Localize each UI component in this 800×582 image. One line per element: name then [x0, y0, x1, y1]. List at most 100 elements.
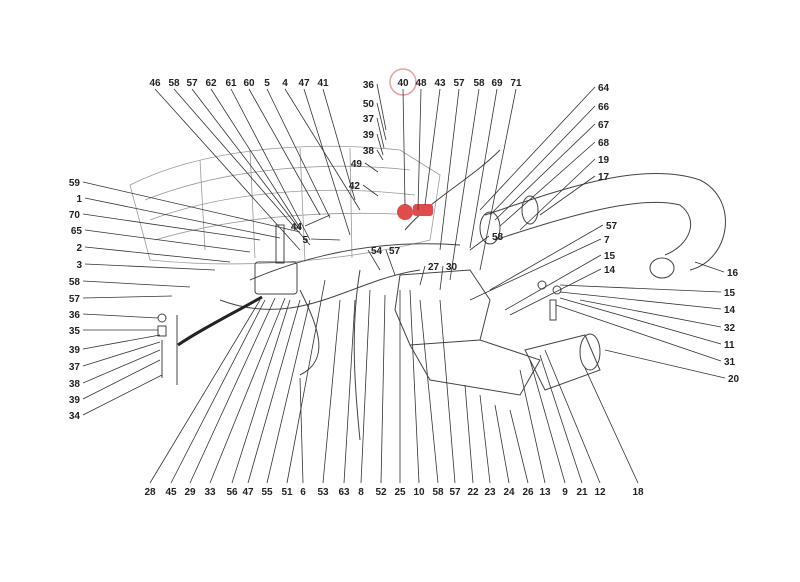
- leader-line: [409, 289, 420, 484]
- mounting-bolt: [157, 313, 178, 385]
- part-number-label: 62: [205, 78, 217, 89]
- leader-line: [364, 162, 379, 173]
- part-number-label: 38: [69, 379, 81, 390]
- part-number-label: 42: [349, 181, 361, 192]
- part-number-label: 55: [261, 487, 273, 498]
- leader-line: [82, 280, 191, 288]
- part-number-label: 37: [363, 114, 375, 125]
- part-number-label: 58: [492, 232, 504, 243]
- part-number-label: 58: [168, 78, 180, 89]
- leader-line: [170, 299, 266, 484]
- part-number-label: 23: [484, 487, 496, 498]
- leader-line: [385, 249, 396, 276]
- part-number-label: 29: [184, 487, 196, 498]
- leader-line: [82, 334, 161, 350]
- part-number-label: 45: [165, 487, 177, 498]
- leader-line: [209, 297, 286, 484]
- leader-line: [469, 235, 490, 251]
- leader-line: [417, 88, 422, 211]
- leader-line: [82, 359, 161, 400]
- leader-line: [469, 88, 498, 249]
- leader-line: [84, 263, 216, 271]
- leader-line: [555, 304, 722, 362]
- part-number-label: 52: [375, 487, 387, 498]
- part-number-label: 36: [69, 310, 81, 321]
- fuel-distributor: [254, 224, 298, 295]
- part-number-label: 36: [363, 80, 375, 91]
- part-number-label: 12: [594, 487, 606, 498]
- leader-line: [464, 384, 474, 484]
- part-number-label: 3: [76, 260, 82, 271]
- part-number-label: 5: [264, 78, 270, 89]
- part-number-label: 2: [76, 243, 82, 254]
- part-number-label: 64: [598, 83, 610, 94]
- leader-line: [479, 394, 491, 484]
- part-number-label: 5: [302, 235, 308, 246]
- leader-line: [367, 249, 381, 271]
- part-number-label: 7: [604, 235, 610, 246]
- part-number-label: 24: [503, 487, 515, 498]
- part-number-label: 21: [576, 487, 588, 498]
- leader-line: [494, 404, 510, 484]
- part-number-label: 41: [317, 78, 329, 89]
- part-number-label: 61: [225, 78, 237, 89]
- leader-line: [376, 133, 384, 156]
- part-number-label: 17: [598, 172, 610, 183]
- part-number-label: 15: [604, 251, 616, 262]
- part-number-label: 66: [598, 102, 610, 113]
- part-number-label: 26: [522, 487, 534, 498]
- part-number-label: 58: [69, 277, 81, 288]
- leader-line: [303, 88, 351, 236]
- part-number-label: 13: [539, 487, 551, 498]
- leader-line: [439, 88, 460, 251]
- part-number-label: 15: [724, 288, 736, 299]
- leader-line: [284, 88, 361, 211]
- leader-line: [509, 268, 602, 316]
- leader-line: [519, 369, 546, 484]
- highlighted-part-40: [397, 204, 433, 220]
- leader-line: [376, 83, 387, 131]
- leader-line: [173, 88, 311, 246]
- leader-line: [362, 184, 379, 197]
- leader-line: [489, 105, 596, 216]
- leader-line: [82, 341, 161, 367]
- leader-line: [82, 349, 161, 384]
- leader-line: [694, 261, 725, 273]
- part-number-label: 60: [243, 78, 255, 89]
- leader-line: [82, 181, 301, 233]
- leader-line: [559, 291, 722, 310]
- leader-line: [529, 359, 566, 484]
- part-number-label: 47: [298, 78, 310, 89]
- part-number-label: 19: [598, 155, 610, 166]
- leader-line: [189, 297, 276, 484]
- part-number-label: 68: [598, 138, 610, 149]
- part-number-label: 27: [428, 262, 440, 273]
- part-number-label: 57: [389, 246, 401, 257]
- part-number-label: 14: [604, 265, 616, 276]
- leader-line: [84, 229, 251, 253]
- leader-line: [82, 295, 173, 299]
- leader-line: [376, 117, 385, 149]
- part-number-label: 57: [606, 221, 618, 232]
- leader-line: [504, 254, 602, 311]
- leader-line: [299, 377, 304, 484]
- rubber-sleeve: [524, 333, 601, 391]
- leader-line: [424, 88, 441, 206]
- part-number-label: 70: [69, 210, 81, 221]
- leader-line: [449, 88, 480, 281]
- leader-line: [343, 299, 356, 484]
- leader-line: [584, 367, 639, 484]
- leader-line: [310, 238, 341, 241]
- leader-line: [82, 374, 163, 416]
- part-number-label: 58: [473, 78, 485, 89]
- leader-line: [82, 313, 159, 319]
- part-number-label: 57: [69, 294, 81, 305]
- part-number-label: 44: [291, 222, 303, 233]
- leader-line: [439, 265, 444, 291]
- part-number-label: 48: [415, 78, 427, 89]
- part-number-label: 40: [397, 78, 409, 89]
- leader-line: [489, 224, 604, 291]
- part-number-label: 28: [144, 487, 156, 498]
- part-number-label: 37: [69, 362, 81, 373]
